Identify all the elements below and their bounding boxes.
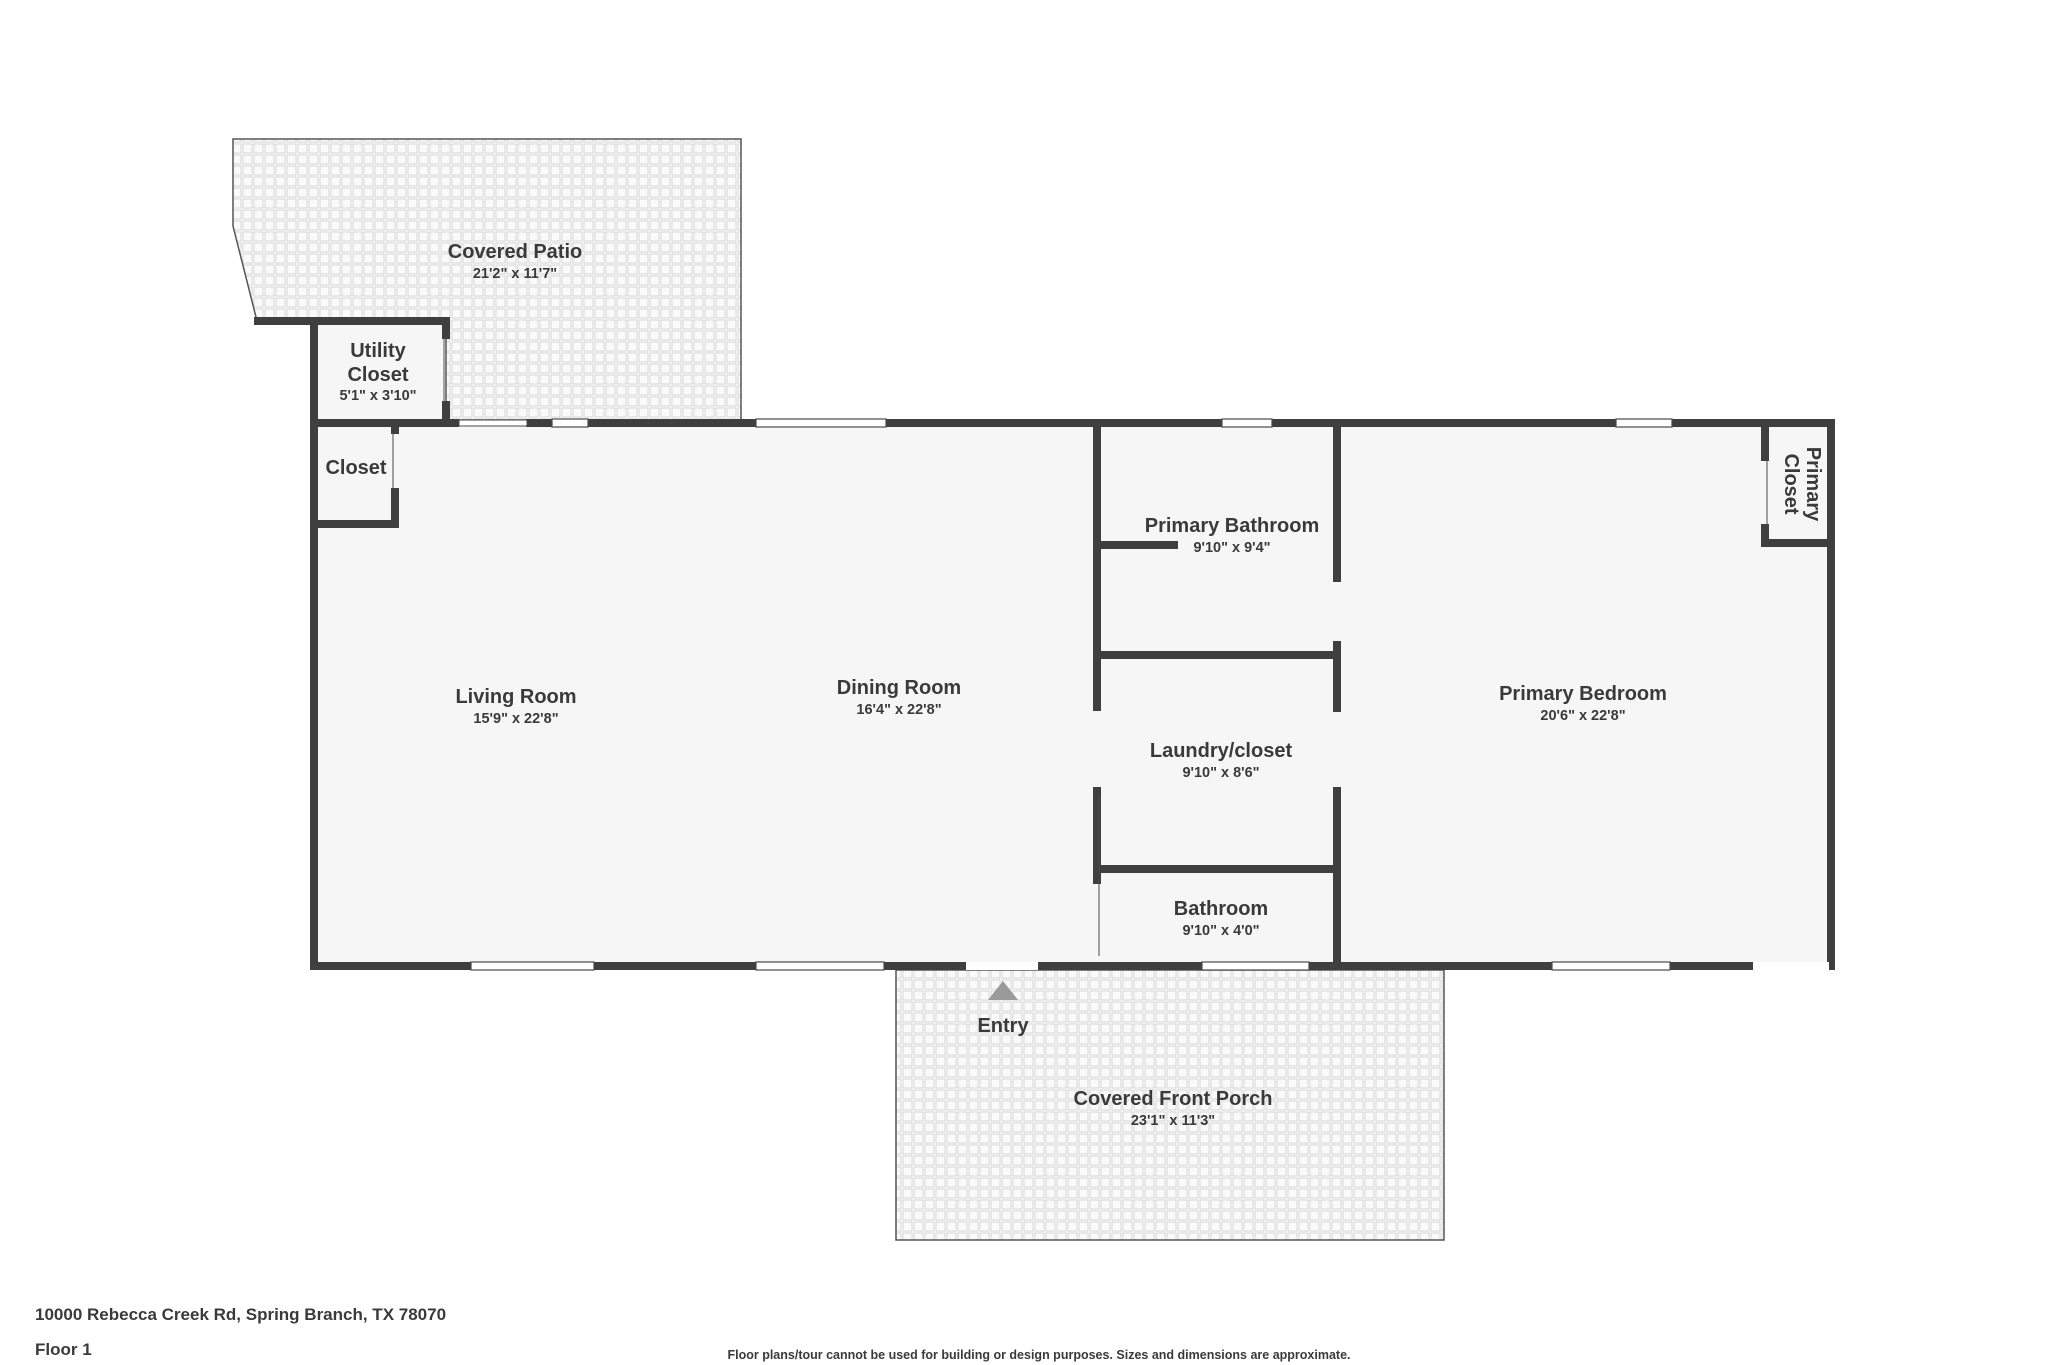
covered-front-porch-area	[895, 969, 1445, 1241]
entry-label: Entry	[977, 1015, 1029, 1037]
covered-front-porch-name: Covered Front Porch	[1074, 1088, 1273, 1110]
property-address: 10000 Rebecca Creek Rd, Spring Branch, T…	[35, 1305, 447, 1324]
utility-closet-floor	[316, 323, 443, 420]
bathroom-dims: 9'10" x 4'0"	[1182, 923, 1259, 939]
primary-bedroom-name: Primary Bedroom	[1499, 683, 1667, 705]
windows	[470, 418, 1673, 971]
utility-closet-dims: 5'1" x 3'10"	[339, 388, 416, 404]
primary-bathroom-name: Primary Bathroom	[1145, 515, 1320, 537]
door-openings	[392, 337, 1829, 970]
floor-label: Floor 1	[35, 1340, 92, 1359]
closet-name: Closet	[325, 457, 386, 479]
covered-patio-name: Covered Patio	[448, 241, 582, 263]
main-floor-area	[314, 423, 1831, 966]
disclaimer-text: Floor plans/tour cannot be used for buil…	[727, 1348, 1351, 1362]
triangle-up-icon	[988, 981, 1018, 1000]
covered-front-porch-dims: 23'1" x 11'3"	[1131, 1113, 1215, 1129]
covered-patio-area	[232, 138, 742, 421]
laundry-closet-dims: 9'10" x 8'6"	[1182, 765, 1259, 781]
primary-bathroom-dims: 9'10" x 9'4"	[1193, 540, 1270, 556]
dining-room-dims: 16'4" x 22'8"	[856, 702, 941, 718]
covered-patio-dims: 21'2" x 11'7"	[473, 266, 557, 282]
bathroom-name: Bathroom	[1174, 898, 1268, 920]
primary-closet-name-line2: Closet	[1780, 453, 1802, 514]
living-room-dims: 15'9" x 22'8"	[473, 711, 558, 727]
walls	[254, 317, 1835, 970]
primary-bedroom-dims: 20'6" x 22'8"	[1540, 708, 1625, 724]
living-room-name: Living Room	[455, 686, 576, 708]
utility-closet-name-line2: Closet	[347, 364, 408, 386]
primary-closet-name-line1: Primary	[1802, 447, 1824, 522]
utility-closet-name-line1: Utility	[350, 340, 406, 362]
dining-room-name: Dining Room	[837, 677, 961, 699]
laundry-closet-name: Laundry/closet	[1150, 740, 1293, 762]
